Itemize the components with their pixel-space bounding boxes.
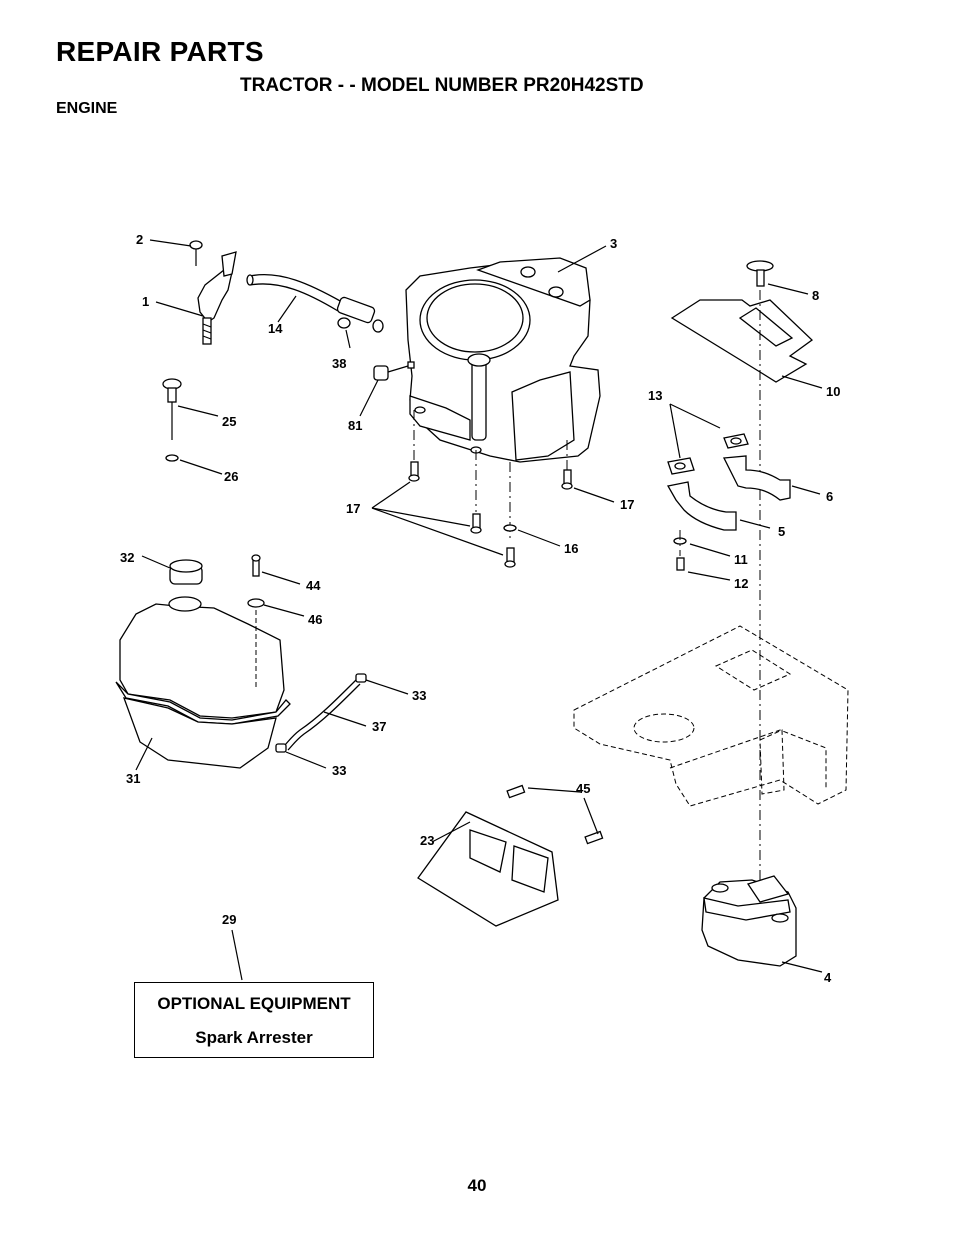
fuel-hose-clamps-part [275, 673, 367, 753]
callout-17-right: 17 [620, 497, 634, 512]
callout-4: 4 [824, 970, 832, 985]
callout-29: 29 [222, 912, 236, 927]
callout-26: 26 [224, 469, 238, 484]
callout-13: 13 [648, 388, 662, 403]
section-heading: ENGINE [56, 100, 118, 117]
callout-31: 31 [126, 771, 140, 786]
dipstick-part [162, 378, 182, 462]
callout-37: 37 [372, 719, 386, 734]
model-subtitle: TRACTOR - - MODEL NUMBER PR20H42STD [240, 75, 644, 96]
callout-33-bottom: 33 [332, 763, 346, 778]
optional-equipment-title: OPTIONAL EQUIPMENT [157, 994, 351, 1013]
throttle-control-part [189, 240, 237, 345]
engine-bolts-part [408, 461, 573, 568]
callout-32: 32 [120, 550, 134, 565]
callout-1: 1 [142, 294, 149, 309]
callout-25: 25 [222, 414, 236, 429]
callout-17-left: 17 [346, 501, 360, 516]
callout-16: 16 [564, 541, 578, 556]
callout-45: 45 [576, 781, 590, 796]
callout-33-top: 33 [412, 688, 426, 703]
fuel-valve-part [373, 361, 415, 381]
callout-23: 23 [420, 833, 434, 848]
spark-arrester-label: Spark Arrester [195, 1028, 313, 1047]
callout-10: 10 [826, 384, 840, 399]
callout-14: 14 [268, 321, 283, 336]
callout-3: 3 [610, 236, 617, 251]
callout-11: 11 [734, 552, 748, 567]
callout-5: 5 [778, 524, 785, 539]
engine-part [405, 257, 601, 463]
callout-6: 6 [826, 489, 833, 504]
tractor-frame-part [573, 625, 849, 807]
callout-8: 8 [812, 288, 819, 303]
callout-46: 46 [308, 612, 322, 627]
optional-equipment-box: OPTIONAL EQUIPMENT Spark Arrester [134, 982, 374, 1058]
muffler-part [701, 875, 797, 967]
callout-44: 44 [306, 578, 321, 593]
page-title: REPAIR PARTS [56, 36, 264, 67]
page-number: 40 [467, 1176, 487, 1195]
fuel-line-part [246, 273, 384, 333]
heat-shield-part [670, 260, 814, 383]
callout-12: 12 [734, 576, 748, 591]
spark-arrester-plate-part [417, 784, 604, 927]
callout-2: 2 [136, 232, 143, 247]
fuel-tank-part [115, 554, 291, 769]
exhaust-pipes-part [666, 433, 791, 571]
callout-38: 38 [332, 356, 346, 371]
callout-81: 81 [348, 418, 362, 433]
